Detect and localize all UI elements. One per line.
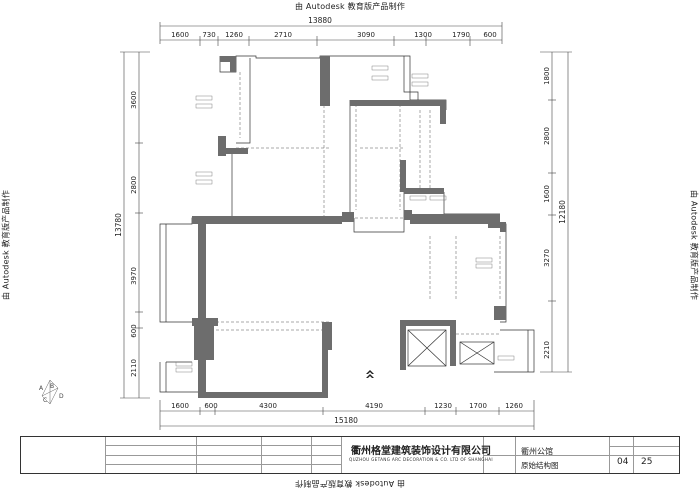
dim-bottom-2: 600 — [204, 402, 217, 410]
dim-bottom-7: 1260 — [505, 402, 523, 410]
watermark-top: 由 Autodesk 教育版产品制作 — [294, 2, 406, 11]
compass-c: C — [43, 397, 47, 404]
sheet-number: 04 — [617, 457, 629, 467]
dim-left-1: 3600 — [130, 91, 138, 109]
dim-top-8: 600 — [483, 31, 496, 39]
dim-top-6: 1300 — [414, 31, 432, 39]
total-sheets: 25 — [641, 457, 653, 467]
dim-bottom-3: 4300 — [259, 402, 277, 410]
dim-top-5: 3090 — [357, 31, 375, 39]
compass — [41, 379, 59, 405]
company-name-cn: 衢州格堂建筑装饰设计有限公司 — [351, 446, 491, 457]
dim-top-2: 730 — [202, 31, 215, 39]
dim-left-2: 2800 — [130, 176, 138, 194]
dim-left-3: 3970 — [130, 267, 138, 285]
compass-a: A — [39, 385, 44, 392]
company-name-en: QUZHOU GETANG ARC DECORATION & CO. LTD O… — [349, 457, 493, 462]
dim-left-4: 600 — [130, 324, 138, 337]
dim-top-total: 13880 — [308, 16, 332, 25]
compass-b: B — [50, 383, 54, 390]
dim-right-4: 3270 — [543, 249, 551, 267]
dim-top-1: 1600 — [171, 31, 189, 39]
dim-bottom-4: 4190 — [365, 402, 383, 410]
dim-right-2: 2800 — [543, 127, 551, 145]
dim-top-3: 1260 — [225, 31, 243, 39]
compass-d: D — [59, 393, 64, 400]
dim-bottom-total: 15180 — [334, 416, 358, 425]
dim-right-3: 1600 — [543, 185, 551, 203]
dim-bottom-6: 1700 — [469, 402, 487, 410]
dim-top-4: 2710 — [274, 31, 292, 39]
dim-right-1: 1800 — [543, 67, 551, 85]
drawing-name: 原始结构图 — [521, 461, 559, 470]
title-block: 衢州格堂建筑装饰设计有限公司 QUZHOU GETANG ARC DECORAT… — [20, 436, 680, 474]
dim-right-total: 12180 — [558, 200, 567, 224]
dim-left-5: 2110 — [130, 359, 138, 377]
dim-right-5: 2210 — [543, 341, 551, 359]
dim-left-total: 13780 — [114, 213, 123, 237]
dim-bottom-1: 1600 — [171, 402, 189, 410]
dim-top-7: 1790 — [452, 31, 470, 39]
title-block-notes — [23, 439, 103, 471]
dim-bottom-5: 1230 — [434, 402, 452, 410]
project-name: 衢州公馆 — [521, 447, 553, 456]
